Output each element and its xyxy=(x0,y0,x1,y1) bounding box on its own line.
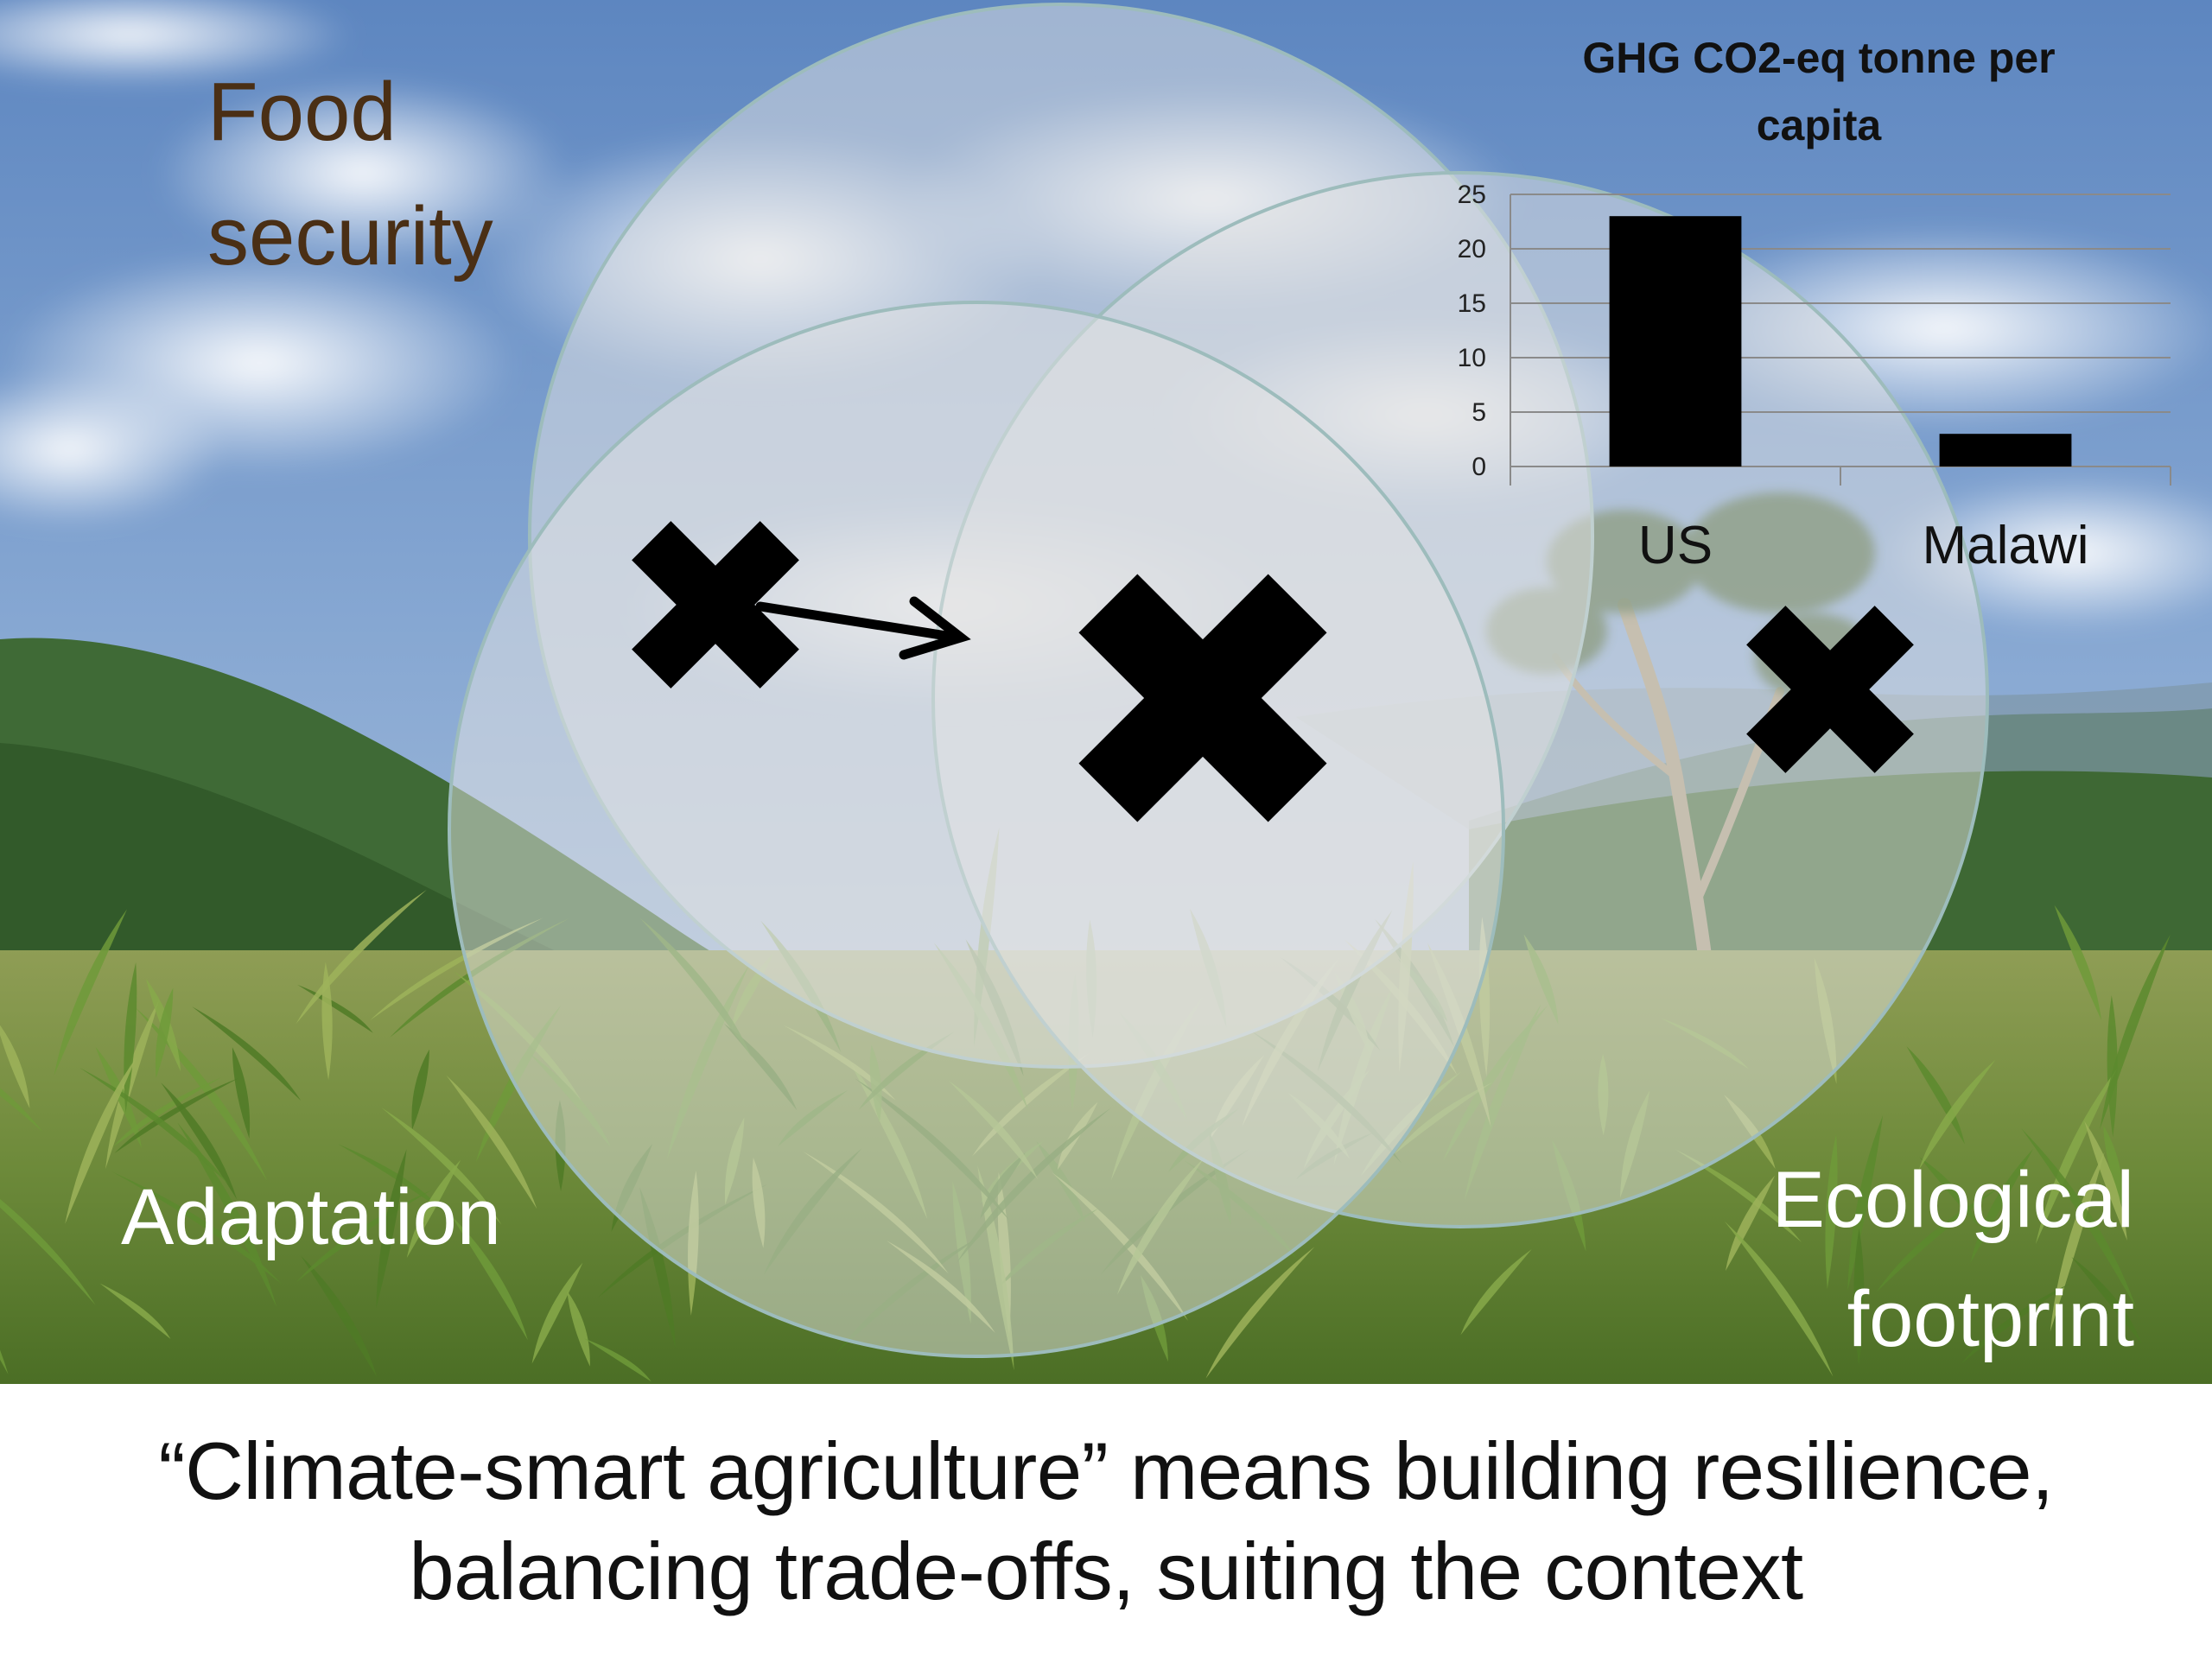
ecological-label-line2: footprint xyxy=(1847,1275,2134,1363)
ecological-label-line1: Ecological xyxy=(1772,1156,2134,1244)
adaptation-label: Adaptation xyxy=(121,1173,501,1261)
chart-y-tick-label: 15 xyxy=(1458,289,1486,318)
caption-line-1: “Climate-smart agriculture” means buildi… xyxy=(158,1421,2053,1521)
chart-title-line2: capita xyxy=(1757,101,1883,149)
chart-x-label-us: US xyxy=(1638,516,1713,575)
adaptation-circle xyxy=(449,302,1503,1356)
chart-bar-us xyxy=(1610,216,1742,467)
chart-y-tick-label: 20 xyxy=(1458,235,1486,263)
chart-title-line1: GHG CO2-eq tonne per xyxy=(1582,34,2055,82)
caption-line-2: balancing trade-offs, suiting the contex… xyxy=(409,1521,1802,1622)
chart-x-label-malawi: Malawi xyxy=(1923,516,2089,575)
food-security-label-line1: Food xyxy=(207,66,397,158)
chart-y-tick-label: 25 xyxy=(1458,181,1486,209)
chart-y-tick-label: 5 xyxy=(1471,398,1486,427)
slide-caption: “Climate-smart agriculture” means buildi… xyxy=(0,1384,2212,1659)
chart-bar-malawi xyxy=(1940,434,2072,467)
chart-y-tick-label: 10 xyxy=(1458,344,1486,372)
food-security-label-line2: security xyxy=(207,190,493,282)
chart-y-tick-label: 0 xyxy=(1471,453,1486,481)
